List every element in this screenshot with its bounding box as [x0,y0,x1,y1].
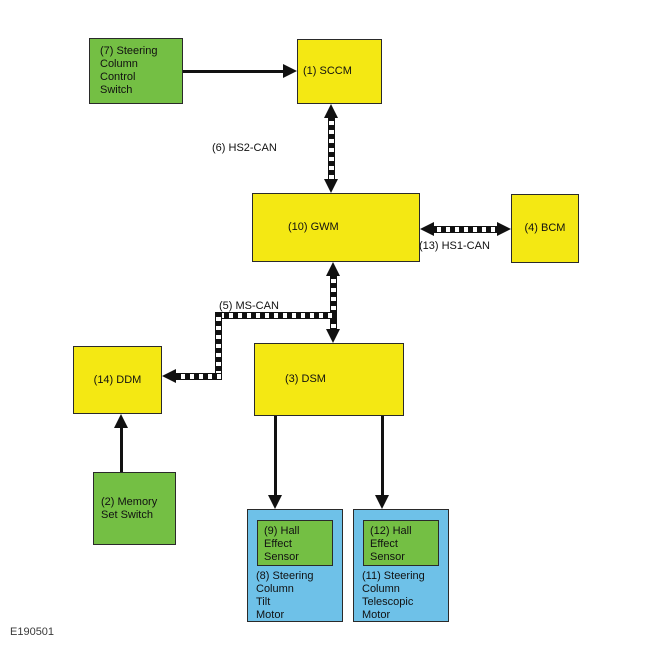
node-memory-set-switch: (2) Memory Set Switch [93,472,176,545]
arrowhead-up-into-sccm [324,104,338,118]
node-steering-column-control-switch: (7) Steering Column Control Switch [89,38,183,104]
bus-ms-can-horizontal-line [215,312,337,319]
arrow-dsm-to-telescopic-motor-line [381,416,384,497]
node-sccm: (1) SCCM [297,39,382,104]
arrowhead-down-into-telescopic-motor [375,495,389,509]
arrowhead-left-into-ddm [162,369,176,383]
bus-hs1-can-line [432,226,499,233]
arrowhead-right-into-bcm [497,222,511,236]
node-steering-column-tilt-motor: (9) Hall Effect Sensor (8) Steering Colu… [247,509,343,622]
node-dsm: (3) DSM [254,343,404,416]
bus-ms-can-vertical-line [215,312,222,380]
arrowhead-down-into-tilt-motor [268,495,282,509]
node-gwm: (10) GWM [252,193,420,262]
node-hall-effect-sensor-tilt: (9) Hall Effect Sensor [257,520,333,566]
bus-ms-can-to-ddm-line [176,373,221,380]
bus-label-hs2-can: (6) HS2-CAN [212,142,277,154]
arrowhead-down-into-dsm [326,329,340,343]
arrow-switch7-to-sccm-line [183,70,284,73]
bus-hs2-can-line [328,116,335,181]
node-ddm: (14) DDM [73,346,162,414]
tilt-motor-label: (8) Steering Column Tilt Motor [256,570,314,621]
arrow-memory-to-ddm-line [120,426,123,472]
telescopic-motor-label: (11) Steering Column Telescopic Motor [362,570,425,621]
arrow-dsm-to-tilt-motor-line [274,416,277,497]
arrowhead-left-into-gwm [420,222,434,236]
arrowhead-down-into-gwm [324,179,338,193]
figure-id: E190501 [10,626,55,638]
arrowhead-right-into-sccm [283,64,297,78]
bus-gwm-dsm-line [330,274,337,331]
node-hall-effect-sensor-telescopic: (12) Hall Effect Sensor [363,520,439,566]
arrowhead-up-into-gwm-bottom [326,262,340,276]
bus-label-hs1-can: (13) HS1-CAN [419,240,490,252]
node-bcm: (4) BCM [511,194,579,263]
arrowhead-up-into-ddm [114,414,128,428]
bus-label-ms-can: (5) MS-CAN [219,300,279,312]
node-steering-column-telescopic-motor: (12) Hall Effect Sensor (11) Steering Co… [353,509,449,622]
